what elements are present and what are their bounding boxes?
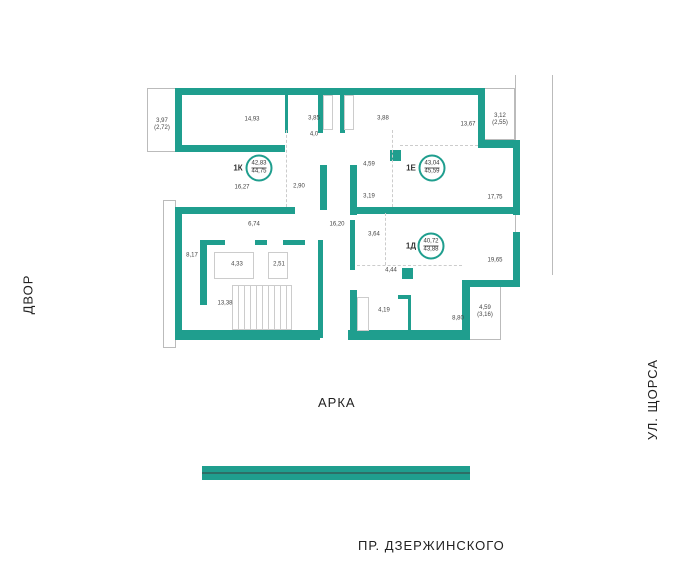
bathtub [344, 95, 354, 130]
wall [340, 93, 345, 133]
room-area: 13,38 [217, 300, 233, 307]
apartment-label[interactable]: 1Е [406, 163, 416, 173]
wall [348, 330, 470, 340]
wall [175, 207, 182, 340]
apartment-label[interactable]: 1К [233, 163, 243, 173]
apartment-area-badge[interactable]: 43,04 45,59 [418, 154, 446, 182]
room-area: 8,17 [186, 252, 198, 259]
wall [478, 88, 485, 140]
total-area: 45,59 [424, 168, 440, 175]
room-area: 6,74 [248, 221, 260, 228]
zone-divider [357, 265, 462, 266]
room-area: 4,59 [363, 161, 375, 168]
room-area: 4,44 [385, 267, 397, 274]
wall [175, 88, 182, 152]
wall [175, 88, 485, 95]
wall [175, 145, 285, 152]
wall [320, 165, 327, 210]
yard-label: ДВОР [20, 274, 36, 315]
dzerzhinskogo-street-label: ПР. ДЗЕРЖИНСКОГО [358, 538, 505, 553]
total-area: 43,88 [423, 246, 439, 253]
wall [175, 330, 320, 340]
room-area: 3,97 (2,72) [154, 118, 170, 131]
wall [255, 240, 267, 245]
column [390, 150, 401, 161]
room-area: 19,65 [487, 257, 503, 264]
room-area: 4,59 (3,16) [477, 305, 493, 318]
room-area: 16,20 [329, 221, 345, 228]
elevator [214, 252, 254, 279]
column [402, 268, 413, 279]
wall [408, 295, 411, 335]
living-area: 42,83 [251, 160, 267, 169]
room-area: 3,64 [368, 231, 380, 238]
room-area: 2,90 [293, 183, 305, 190]
zone-divider [400, 145, 478, 146]
room-area: 4,19 [378, 307, 390, 314]
room-area: 3,12 (2,55) [492, 113, 508, 126]
zone-divider [392, 130, 393, 207]
apartment-label[interactable]: 1Д [405, 241, 417, 251]
living-area: 40,72 [423, 238, 439, 247]
wall [398, 295, 410, 299]
total-area: 44,75 [251, 168, 267, 175]
wall [513, 140, 520, 215]
facade-lines-right [515, 75, 553, 275]
wall [513, 232, 520, 287]
bathtub [323, 95, 333, 130]
wall [478, 140, 520, 148]
room-area: 8,80 [452, 315, 464, 322]
room-area: 16,27 [234, 184, 250, 191]
wall [200, 240, 207, 305]
room-area: 14,93 [244, 116, 260, 123]
room-area: 4,0 [309, 131, 319, 138]
room-area: 3,88 [377, 115, 389, 122]
bathtub [357, 297, 369, 331]
wall [350, 165, 357, 215]
room-area: 3,85 [308, 115, 320, 122]
elevator [268, 252, 288, 279]
wall [175, 207, 295, 214]
wall [318, 93, 323, 133]
wall [350, 220, 355, 270]
arch-label: АРКА [318, 395, 356, 410]
zone-divider [385, 213, 386, 265]
room-area: 2,51 [273, 261, 285, 268]
wall [462, 280, 470, 340]
wall [350, 207, 520, 214]
room-area: 3,19 [363, 193, 375, 200]
wall [462, 280, 520, 287]
living-area: 43,04 [424, 160, 440, 169]
room-area: 4,33 [231, 261, 243, 268]
stairs [232, 285, 292, 330]
wall [285, 93, 288, 133]
wall-lower-line [202, 472, 470, 474]
wall [283, 240, 305, 245]
room-area: 17,75 [487, 194, 503, 201]
shorsa-street-label: УЛ. ЩОРСА [645, 358, 661, 441]
apartment-area-badge[interactable]: 42,83 44,75 [245, 154, 273, 182]
wall [350, 290, 357, 335]
zone-divider [286, 130, 287, 207]
room-area: 13,67 [460, 121, 476, 128]
wall [200, 240, 225, 245]
wall [318, 240, 323, 338]
apartment-area-badge[interactable]: 40,72 43,88 [417, 232, 445, 260]
